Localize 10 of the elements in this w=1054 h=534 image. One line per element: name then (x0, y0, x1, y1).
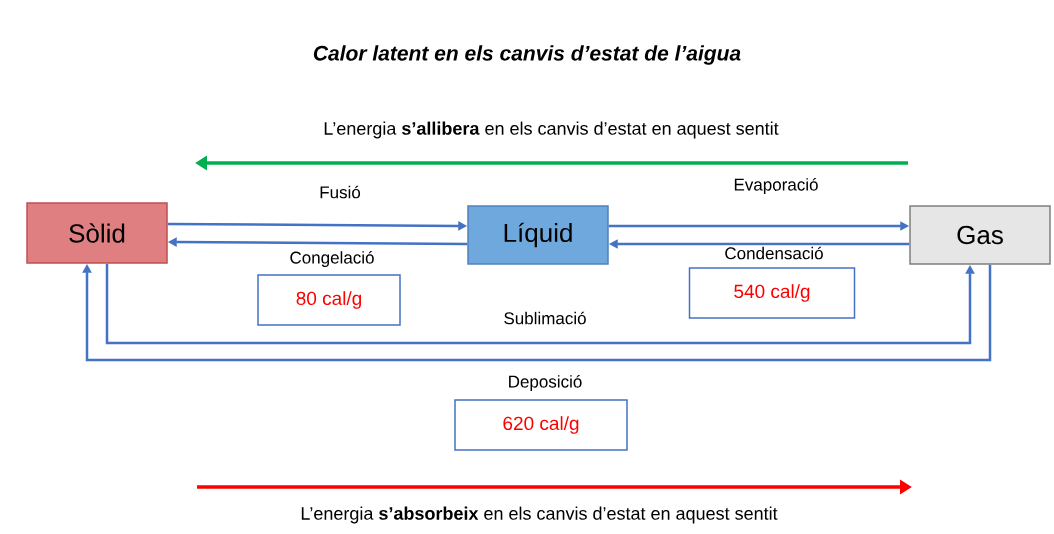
title: Calor latent en els canvis d’estat de l’aigua (313, 45, 741, 65)
state-box: Gas (909, 205, 1051, 265)
state-box: Sòlid (26, 202, 168, 264)
value-box: 620 cal/g (454, 399, 628, 451)
value-box: 80 cal/g (257, 274, 401, 326)
value-box: 540 cal/g (688, 267, 856, 319)
arrow (105, 263, 975, 345)
note-text: L’energia s’allibera en els canvis d’estat en aquest sentit (324, 121, 779, 139)
note-text: L’energia s’absorbeix en els canvis d’estat en aquest sentit (301, 506, 778, 524)
state-box: Líquid (467, 205, 609, 265)
